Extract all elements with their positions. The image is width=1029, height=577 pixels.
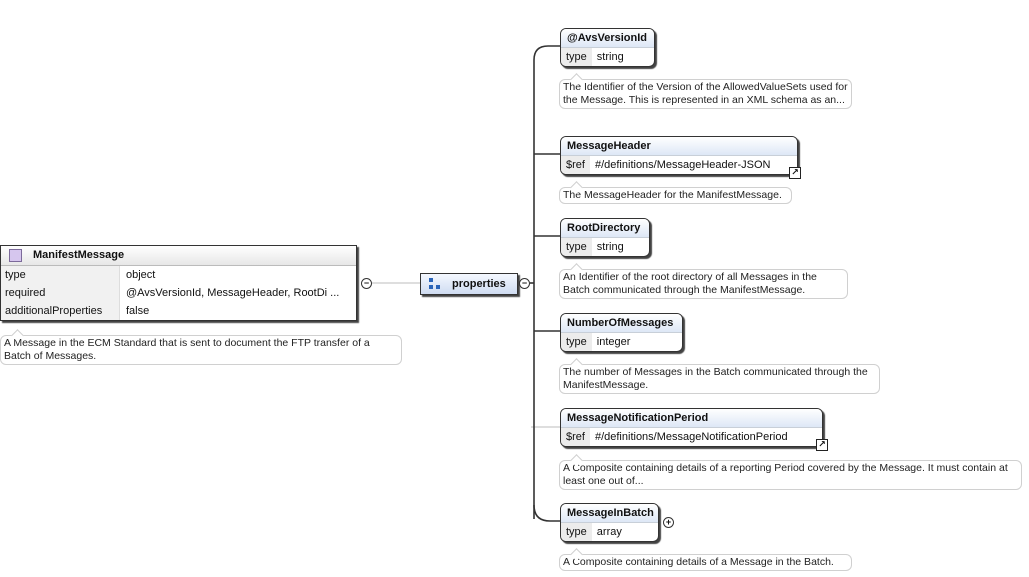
row-key: additionalProperties: [1, 302, 120, 320]
manifest-message-description: A Message in the ECM Standard that is se…: [0, 335, 402, 365]
reference-link-icon[interactable]: ↗: [816, 439, 828, 451]
expand-message-in-batch-button[interactable]: +: [663, 517, 674, 528]
object-icon: [9, 249, 22, 262]
collapse-properties-button[interactable]: −: [519, 278, 530, 289]
property-name: MessageHeader: [561, 137, 797, 156]
row-key: required: [1, 284, 120, 302]
property-description: A Composite containing details of a repo…: [559, 460, 1022, 490]
manifest-message-header[interactable]: ManifestMessage: [1, 246, 356, 266]
property-node-message-header[interactable]: MessageHeader $ref #/definitions/Message…: [560, 136, 798, 175]
manifest-message-title: ManifestMessage: [33, 249, 125, 261]
properties-label: properties: [452, 278, 506, 290]
row-key: type: [1, 266, 120, 284]
property-row: $ref #/definitions/MessageHeader-JSON: [561, 156, 797, 174]
property-node-avs-version-id[interactable]: @AvsVersionId type string: [560, 28, 655, 67]
row-key: type: [561, 333, 592, 351]
property-row: $ref #/definitions/MessageNotificationPe…: [561, 428, 822, 446]
row-value: #/definitions/MessageHeader-JSON: [594, 159, 771, 171]
property-node-message-in-batch[interactable]: MessageInBatch type array: [560, 503, 659, 542]
root-row-required: required @AvsVersionId, MessageHeader, R…: [1, 284, 356, 302]
row-key: type: [561, 48, 592, 66]
row-value: string: [596, 51, 624, 63]
row-key: $ref: [561, 156, 590, 174]
property-row: type string: [561, 48, 654, 66]
property-description: The MessageHeader for the ManifestMessag…: [559, 187, 792, 204]
property-node-number-of-messages[interactable]: NumberOfMessages type integer: [560, 313, 683, 352]
row-value: @AvsVersionId, MessageHeader, RootDi ...: [126, 287, 340, 299]
manifest-message-node[interactable]: ManifestMessage type object required @Av…: [0, 245, 357, 321]
property-name: MessageNotificationPeriod: [561, 409, 822, 428]
row-value: string: [596, 241, 624, 253]
property-description: A Composite containing details of a Mess…: [559, 554, 852, 571]
collapse-root-button[interactable]: −: [361, 278, 372, 289]
property-row: type string: [561, 238, 649, 256]
property-name: NumberOfMessages: [561, 314, 682, 333]
row-value: false: [126, 305, 150, 317]
row-value: object: [126, 269, 156, 281]
property-name: RootDirectory: [561, 219, 649, 238]
row-key: type: [561, 523, 592, 541]
root-row-type: type object: [1, 266, 356, 284]
reference-link-icon[interactable]: ↗: [789, 167, 801, 179]
properties-icon: [429, 278, 443, 290]
property-description: The Identifier of the Version of the All…: [559, 79, 852, 109]
property-description: An Identifier of the root directory of a…: [559, 269, 848, 299]
properties-node[interactable]: properties: [420, 273, 518, 295]
property-row: type array: [561, 523, 658, 541]
row-value: array: [596, 526, 622, 538]
property-name: MessageInBatch: [561, 504, 658, 523]
row-value: integer: [596, 336, 631, 348]
property-description: The number of Messages in the Batch comm…: [559, 364, 880, 394]
property-name: @AvsVersionId: [561, 29, 654, 48]
row-key: type: [561, 238, 592, 256]
property-node-message-notification-period[interactable]: MessageNotificationPeriod $ref #/definit…: [560, 408, 823, 447]
row-value: #/definitions/MessageNotificationPeriod: [594, 431, 788, 443]
property-row: type integer: [561, 333, 682, 351]
row-key: $ref: [561, 428, 590, 446]
property-node-root-directory[interactable]: RootDirectory type string: [560, 218, 650, 257]
root-row-additional-properties: additionalProperties false: [1, 302, 356, 320]
